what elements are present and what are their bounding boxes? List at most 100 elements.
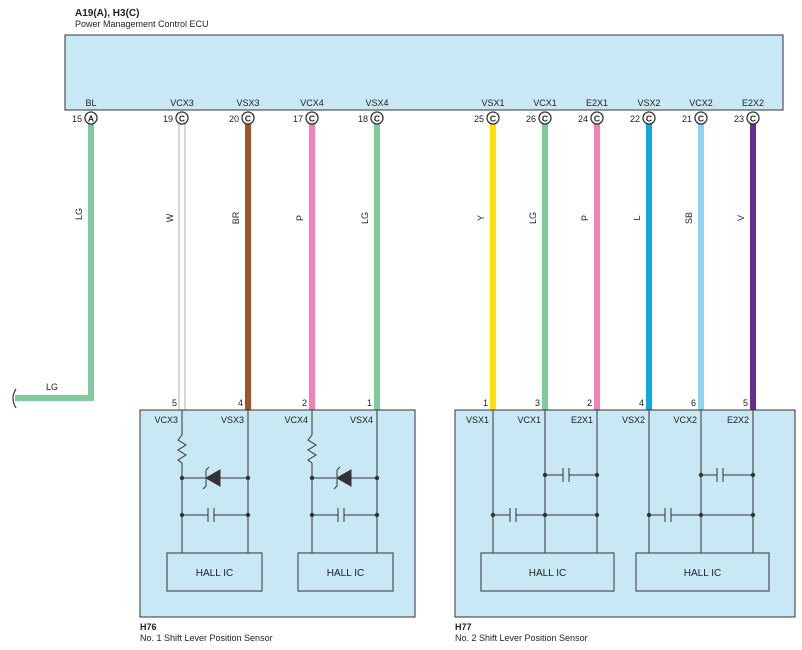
wire-color-label: SB: [684, 212, 694, 224]
connector-pin-icon: [694, 111, 708, 125]
hall-ic-box: [297, 552, 394, 592]
ecu-signal-label: VCX4: [300, 98, 324, 108]
h77-circuit: [492, 410, 754, 553]
ecu-name: Power Management Control ECU: [75, 19, 209, 29]
connector-letter: C: [646, 114, 652, 124]
ecu-box: [64, 34, 784, 111]
sensor-signal-label: VCX4: [284, 415, 308, 425]
ecu-pin-number: 23: [734, 114, 744, 124]
wire-color-label: L: [632, 215, 642, 220]
connector-pin-icon: [486, 111, 500, 125]
connector-letter: C: [698, 114, 704, 124]
wire-color-label: W: [165, 213, 175, 222]
sensor-signal-label: VCX3: [154, 415, 178, 425]
hall-ic-box: [480, 552, 615, 592]
wire-break-mark: [12, 388, 17, 409]
connector-letter: C: [179, 114, 185, 124]
wire-color-label: LG: [360, 212, 370, 224]
ecu-pin-number: 24: [578, 114, 588, 124]
sensor-signal-label: VSX2: [622, 415, 645, 425]
ecu-signal-label: VSX1: [481, 98, 504, 108]
ecu-signal-label: VCX2: [689, 98, 713, 108]
ecu-pin-number: 22: [630, 114, 640, 124]
wire-w: [178, 121, 186, 411]
ecu-pin-number: 18: [358, 114, 368, 124]
wire-color-label: LG: [528, 212, 538, 224]
bl-wire-label: LG: [46, 382, 58, 392]
hall-ic-label: HALL IC: [196, 568, 233, 579]
ecu-pin-number: 21: [682, 114, 692, 124]
sensor-pin-number: 4: [639, 398, 644, 408]
ecu-signal-label: VCX1: [533, 98, 557, 108]
connector-pin-icon: [84, 111, 98, 125]
connector-pin-icon: [175, 111, 189, 125]
connector-letter: C: [750, 114, 756, 124]
hall-ic-label: HALL IC: [529, 568, 566, 579]
connector-letter: C: [309, 114, 315, 124]
sensor-h76-name: No. 1 Shift Lever Position Sensor: [140, 633, 273, 643]
sensor-pin-number: 3: [535, 398, 540, 408]
sensor-pin-number: 5: [743, 398, 748, 408]
ecu-signal-label: VSX4: [365, 98, 388, 108]
hall-ic-box: [166, 552, 263, 592]
ecu-pin-number: 19: [163, 114, 173, 124]
hall-ic-box: [635, 552, 770, 592]
wire-layer: [178, 121, 756, 411]
wire-color-label: LG: [74, 208, 84, 220]
sensor-pin-number: 1: [483, 398, 488, 408]
sensor-signal-label: VSX3: [221, 415, 244, 425]
wire-color-label: V: [736, 215, 746, 221]
wire-color-label: Y: [476, 215, 486, 221]
connector-pin-icon: [642, 111, 656, 125]
sensor-pin-number: 6: [691, 398, 696, 408]
wire-color-label: P: [580, 215, 590, 221]
sensor-signal-label: VSX4: [350, 415, 373, 425]
sensor-signal-label: VCX1: [517, 415, 541, 425]
ecu-pin-number: 26: [526, 114, 536, 124]
ecu-signal-label: VCX3: [170, 98, 194, 108]
sensor-h77-name: No. 2 Shift Lever Position Sensor: [455, 633, 588, 643]
connector-pin-icon: [241, 111, 255, 125]
sensor-pin-number: 2: [302, 398, 307, 408]
ecu-pin-number: 20: [229, 114, 239, 124]
sensor-pin-number: 2: [587, 398, 592, 408]
sensor-signal-label: VCX2: [673, 415, 697, 425]
connector-letter: C: [245, 114, 251, 124]
hall-ic-label: HALL IC: [684, 568, 721, 579]
sensor-pin-number: 4: [238, 398, 243, 408]
wire-color-label: P: [295, 215, 305, 221]
connector-letter: C: [542, 114, 548, 124]
connector-letter: C: [374, 114, 380, 124]
ecu-signal-label: VSX3: [236, 98, 259, 108]
connector-pin-icon: [746, 111, 760, 125]
connector-pin-icon: [538, 111, 552, 125]
ecu-signal-label: VSX2: [637, 98, 660, 108]
sensor-h76-code: H76: [140, 622, 157, 632]
sensor-signal-label: E2X2: [727, 415, 749, 425]
sensor-signal-label: VSX1: [466, 415, 489, 425]
connector-pin-icon: [590, 111, 604, 125]
ecu-signal-label: E2X2: [742, 98, 764, 108]
connector-letter: C: [594, 114, 600, 124]
h77-junctions: [490, 472, 756, 518]
hall-ic-label: HALL IC: [327, 568, 364, 579]
sensor-pin-number: 5: [172, 398, 177, 408]
connector-letter: C: [490, 114, 496, 124]
ecu-pin-number: 25: [474, 114, 484, 124]
sensor-signal-label: E2X1: [571, 415, 593, 425]
bl-wire: [15, 122, 94, 401]
connector-pin-icon: [305, 111, 319, 125]
wire-color-label: BR: [231, 211, 241, 224]
sensor-pin-number: 1: [367, 398, 372, 408]
ecu-pin-number: 17: [293, 114, 303, 124]
ecu-signal-label: E2X1: [586, 98, 608, 108]
ecu-connector-label: A19(A), H3(C): [75, 8, 139, 19]
sensor-h77-code: H77: [455, 622, 472, 632]
ecu-pin-number: 15: [72, 114, 82, 124]
ecu-signal-label: BL: [85, 98, 96, 108]
connector-letter: A: [88, 114, 94, 124]
h76-junctions: [179, 475, 380, 518]
